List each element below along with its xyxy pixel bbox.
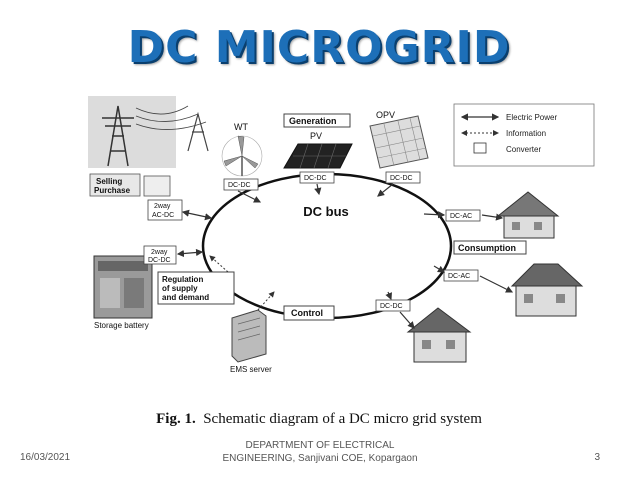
opv-converter-label: DC-DC (390, 175, 413, 182)
meter-icon (143, 175, 171, 197)
regulation-label-1: Regulation (162, 275, 203, 284)
dc-microgrid-diagram: DC bus Electric Power Information Conver… (88, 96, 598, 408)
control-label: Control (291, 308, 323, 318)
grid-converter-label-2: AC-DC (152, 212, 174, 219)
pv-label: PV (310, 131, 322, 141)
legend-information: Information (506, 129, 546, 138)
storage-battery-icon (93, 255, 153, 319)
dc-bus-label: DC bus (303, 204, 349, 219)
house-icon-2 (510, 263, 584, 317)
selling-label: Selling (96, 177, 122, 186)
grid-converter-label-1: 2way (154, 203, 171, 210)
house-icon-1 (496, 191, 560, 239)
wt-label: WT (234, 122, 248, 132)
load1-converter-label: DC-AC (450, 213, 472, 220)
power-grid-tower-icon (88, 96, 209, 168)
footer-dept-line-1: DEPARTMENT OF ELECTRICAL (245, 440, 395, 451)
opv-label: OPV (376, 110, 395, 120)
figure-caption: Fig. 1. Schematic diagram of a DC micro … (0, 411, 638, 428)
legend: Electric Power Information Converter (453, 103, 595, 167)
caption-text: Schematic diagram of a DC micro grid sys… (203, 411, 482, 427)
ems-server-icon (231, 309, 267, 363)
wind-turbine-icon (221, 135, 263, 177)
regulation-label-3: and demand (162, 293, 209, 302)
battery-converter-label-2: DC-DC (148, 257, 171, 264)
storage-battery-label: Storage battery (94, 321, 149, 330)
consumption-label: Consumption (458, 243, 516, 253)
purchase-label: Purchase (94, 186, 131, 195)
load2-converter-label: DC-AC (448, 273, 470, 280)
dc-bus-ring (201, 172, 453, 320)
page-number: 3 (594, 452, 600, 463)
pv-converter-label: DC-DC (304, 175, 327, 182)
footer-department: DEPARTMENT OF ELECTRICAL ENGINEERING, Sa… (200, 439, 440, 465)
footer-date: 16/03/2021 (20, 452, 71, 463)
regulation-label-2: of supply (162, 284, 198, 293)
pv-panel-icon (283, 143, 353, 169)
slide-title: DC MICROGRID (127, 22, 511, 73)
generation-label: Generation (289, 116, 337, 126)
legend-converter: Converter (506, 145, 541, 154)
load3-converter-label: DC-DC (380, 303, 403, 310)
diagram-svg: DC bus Electric Power Information Conver… (88, 96, 595, 374)
wt-converter-label: DC-DC (228, 182, 251, 189)
footer-dept-line-2: ENGINEERING, Sanjivani COE, Kopargaon (222, 453, 418, 464)
opv-panel-icon (369, 115, 429, 169)
legend-electric-power: Electric Power (506, 113, 557, 122)
battery-converter-label-1: 2way (151, 249, 168, 256)
ems-server-label: EMS server (230, 365, 272, 374)
caption-label: Fig. 1. (156, 411, 196, 427)
house-icon-3 (406, 307, 472, 363)
